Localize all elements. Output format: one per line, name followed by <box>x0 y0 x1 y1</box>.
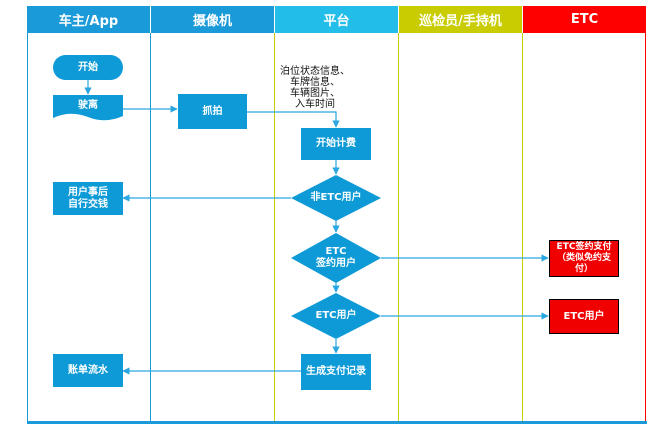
lane-header-platform: 平台 <box>275 6 398 33</box>
lane-border-1 <box>27 33 28 423</box>
etc-signed-decision: ETC 签约用户 <box>316 246 356 269</box>
start-terminator-shape <box>53 55 123 80</box>
after-pay-node: 用户事后 自行交钱 <box>53 182 123 215</box>
billing-node: 开始计费 <box>301 128 371 160</box>
leave-node: 驶离 <box>78 99 98 111</box>
lane-bottom-bar <box>27 421 647 424</box>
start-node: 开始 <box>78 61 98 73</box>
arrow-capture-to-billing <box>247 111 340 128</box>
lane-header-etc: ETC <box>523 6 646 33</box>
etc-user-diamond-shape <box>291 293 381 339</box>
lane-header-inspector: 巡检员/手持机 <box>399 6 522 33</box>
lane-border-6 <box>645 33 646 423</box>
lane-border-5 <box>522 33 523 423</box>
statement-node: 账单流水 <box>53 354 123 387</box>
lane-header-owner-app: 车主/App <box>27 6 150 33</box>
payment-record-node: 生成支付记录 <box>301 354 371 390</box>
lane-header-camera: 摄像机 <box>151 6 274 33</box>
leave-document-shape <box>53 95 123 121</box>
non-etc-diamond-shape <box>291 175 381 221</box>
lane-border-2 <box>150 33 151 423</box>
etc-signed-diamond-shape <box>291 233 381 283</box>
lane-border-3 <box>274 33 275 423</box>
etc-user-decision: ETC用户 <box>315 310 357 321</box>
lane-border-4 <box>398 33 399 423</box>
etc-signed-pay-node: ETC签约支付 （类似免约支 付） <box>549 240 619 277</box>
capture-node: 抓拍 <box>178 94 247 129</box>
capture-info-label: 泊位状态信息、 车牌信息、 车辆图片、 入车时间 <box>280 66 350 110</box>
etc-user-right-node: ETC用户 <box>549 299 619 334</box>
non-etc-decision: 非ETC用户 <box>310 192 362 203</box>
